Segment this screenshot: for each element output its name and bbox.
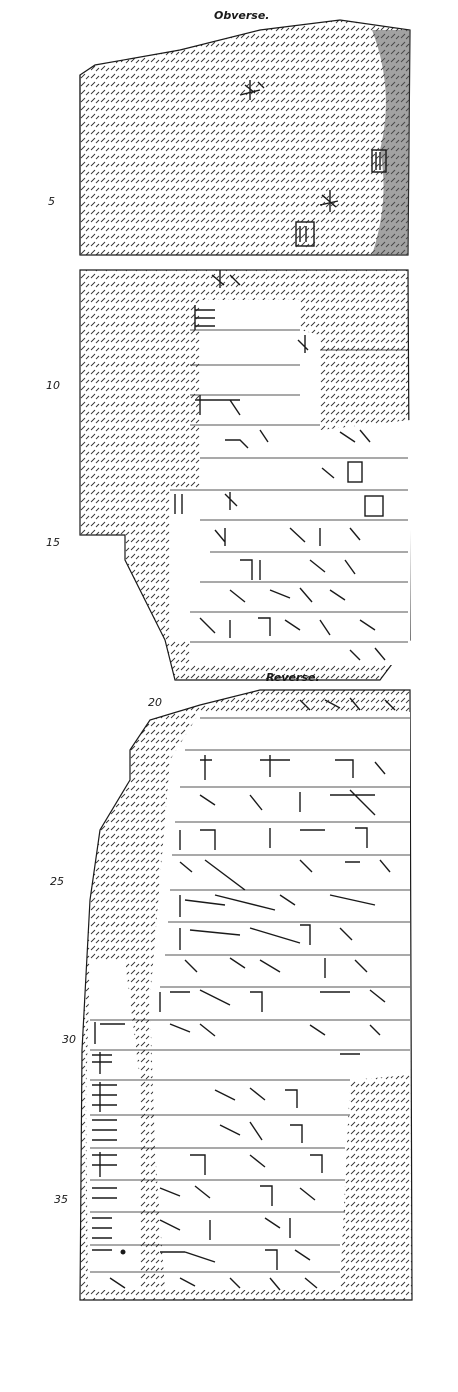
obverse-lower-fragment xyxy=(79,269,411,681)
line-number-25: 25 xyxy=(50,875,64,888)
line-number-5: 5 xyxy=(48,195,55,208)
reverse-ruling-lines xyxy=(90,717,410,1273)
line-number-20: 20 xyxy=(148,696,162,709)
tablet-dot xyxy=(120,1249,126,1255)
obverse-ruling-lines xyxy=(170,329,408,643)
reverse-label: Reverse. xyxy=(266,671,320,684)
reverse-signs xyxy=(92,697,396,1291)
obverse-label: Obverse. xyxy=(214,9,270,22)
line-number-30: 30 xyxy=(62,1033,76,1046)
line-number-15: 15 xyxy=(46,536,60,549)
obverse-signs xyxy=(174,80,387,661)
line-number-10: 10 xyxy=(46,379,60,392)
obverse-upper-fragment xyxy=(79,19,411,256)
line-number-35: 35 xyxy=(54,1193,68,1206)
reverse-fragment xyxy=(79,689,413,1301)
